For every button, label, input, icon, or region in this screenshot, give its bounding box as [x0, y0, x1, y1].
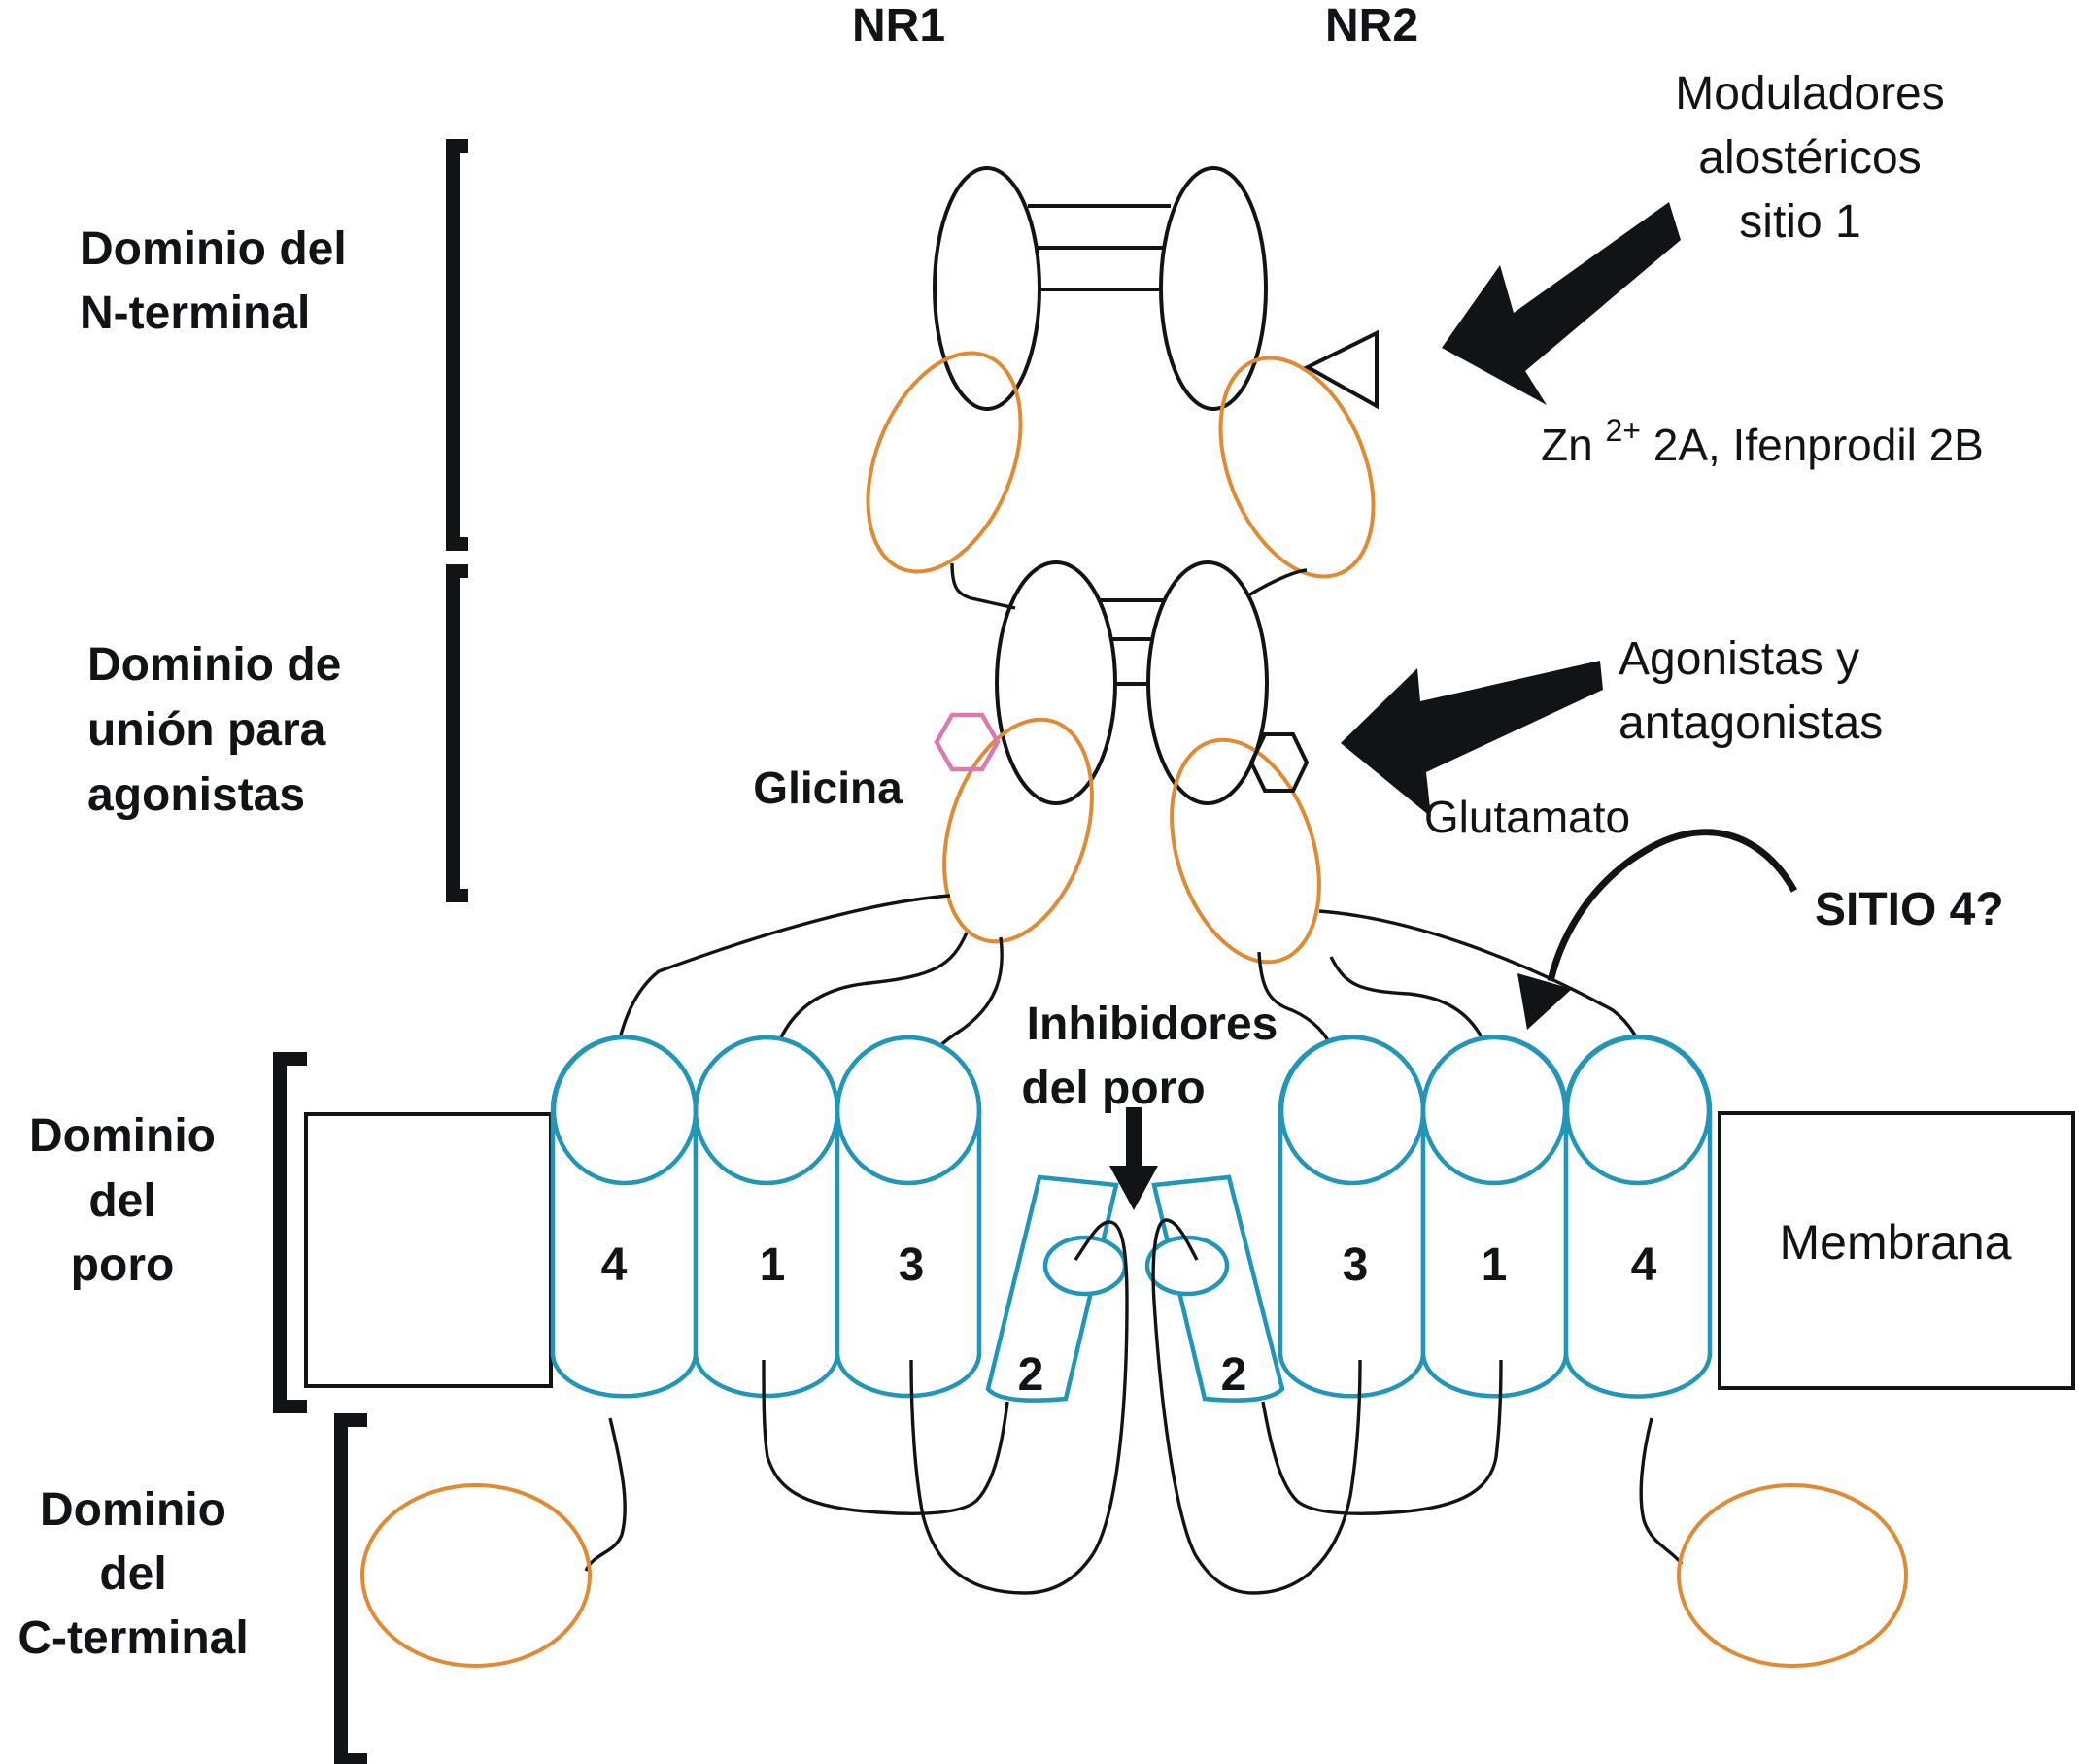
svg-text:poro: poro	[71, 1239, 175, 1291]
nr1-helix-number: 4	[601, 1239, 628, 1291]
label-c-terminal-domain: Dominio del C-terminal	[17, 1484, 248, 1664]
nr2-lbd-lobe-upper	[1146, 560, 1269, 805]
nr2-helix-number: 3	[1343, 1239, 1369, 1291]
svg-text:agonistas: agonistas	[87, 769, 305, 821]
allosteric-modulators-label: Moduladores alostéricos sitio 1	[1675, 68, 1945, 248]
nr1-helix-number: 2	[1018, 1349, 1044, 1401]
agonists-antagonists-label: Agonistas y antagonistas	[1619, 633, 1883, 749]
nr2-c-terminal-domain	[1677, 1483, 1908, 1668]
nr1-c-terminal-domain	[360, 1483, 592, 1668]
n-terminal-domain-shapes	[866, 166, 1379, 579]
nr2-helix-m1	[1420, 1035, 1569, 1399]
nr1-helix-number: 1	[760, 1239, 786, 1291]
nr2-atd-lbd-linker	[1247, 568, 1308, 597]
glutamate-label: Glutamato	[1424, 792, 1630, 842]
svg-text:sitio 1: sitio 1	[1739, 196, 1860, 248]
pore-arrow-shaft	[1126, 1107, 1142, 1168]
nr2-helix-number: 4	[1631, 1239, 1657, 1291]
svg-text:del: del	[88, 1175, 155, 1227]
nr1-lbd-lobe-lower	[942, 717, 1094, 944]
svg-text:Dominio del: Dominio del	[80, 223, 347, 275]
label-pore-domain: Dominio del poro	[29, 1110, 216, 1291]
nr2-atd-lobe-upper	[1159, 166, 1268, 411]
site4-curved-arrow	[1547, 829, 1798, 982]
subunit-label-nr1: NR1	[852, 0, 945, 51]
nr1-atd-lbd-linker	[950, 562, 1016, 610]
pore-inhibitors-label: Inhibidores del poro	[1021, 999, 1278, 1114]
svg-text:Moduladores: Moduladores	[1675, 68, 1945, 119]
site4-arrowhead-icon	[1517, 973, 1572, 1030]
nr2-atd-lobe-lower	[1218, 356, 1376, 579]
subunit-label-nr2: NR2	[1325, 0, 1418, 51]
nr2-helix-m4	[1563, 1034, 1713, 1399]
membrane-box-right	[1718, 1111, 2075, 1390]
pore-loop-lines	[762, 1218, 1503, 1595]
membrane-box-left	[304, 1112, 553, 1388]
nr2-c-terminal-linker	[1639, 1417, 1684, 1566]
zinc-ifenprodil-label: Zn 2+ 2A, Ifenprodil 2B	[1541, 413, 1984, 470]
svg-text:alostéricos: alostéricos	[1698, 132, 1921, 184]
bracket-n-terminal	[446, 139, 468, 551]
svg-text:N-terminal: N-terminal	[80, 288, 310, 339]
svg-text:Dominio de: Dominio de	[87, 639, 341, 691]
svg-text:C-terminal: C-terminal	[17, 1612, 248, 1664]
nr1-c-terminal-linker	[584, 1417, 627, 1572]
nr1-helix-m4	[550, 1035, 699, 1399]
svg-text:Dominio: Dominio	[29, 1110, 216, 1162]
bracket-c-terminal	[334, 1413, 367, 1764]
svg-text:Inhibidores: Inhibidores	[1027, 999, 1278, 1050]
membrane-label: Membrana	[1780, 1215, 2012, 1270]
nr2-helix-m3	[1278, 1035, 1426, 1399]
svg-text:antagonistas: antagonistas	[1619, 697, 1883, 749]
nr1-helix-number: 3	[899, 1239, 925, 1291]
nr2-lbd-lobe-lower	[1170, 737, 1321, 965]
svg-text:Agonistas y: Agonistas y	[1619, 633, 1859, 685]
glycine-hexagon-icon	[934, 712, 1001, 772]
nr1-helix-m1	[693, 1035, 840, 1399]
label-n-terminal-domain: Dominio del N-terminal	[80, 223, 347, 339]
allosteric-site-triangle-icon	[1303, 329, 1379, 410]
nr2-helix-number: 1	[1482, 1239, 1508, 1291]
glutamate-hexagon-icon	[1248, 732, 1310, 793]
agonist-arrow-icon	[1341, 661, 1603, 817]
nr1-lbd-lobe-upper	[995, 560, 1117, 805]
bracket-pore	[273, 1052, 307, 1413]
nr1-helix-m3	[835, 1035, 982, 1399]
allosteric-arrow-icon	[1442, 202, 1681, 405]
nr1-atd-lobe-upper	[933, 166, 1041, 411]
svg-text:del poro: del poro	[1021, 1063, 1205, 1114]
glycine-label: Glicina	[753, 763, 903, 813]
bracket-agonist-binding	[446, 564, 468, 902]
nr1-atd-lobe-lower	[866, 351, 1023, 574]
agonist-binding-domain-shapes	[934, 560, 1321, 965]
nr1-transmembrane-helices	[550, 1035, 1128, 1403]
nr1-pore-loop-p2	[985, 1174, 1119, 1403]
nr2-pore-loop-top	[1144, 1235, 1230, 1297]
svg-text:Dominio: Dominio	[40, 1484, 226, 1536]
pore-arrow-head-icon	[1109, 1166, 1158, 1210]
svg-text:unión para: unión para	[87, 704, 326, 756]
helix-number-labels: 4 1 3 2 3 1 4 2	[601, 1239, 1657, 1401]
nr2-helix-number: 2	[1221, 1349, 1247, 1401]
svg-text:del: del	[99, 1548, 166, 1600]
nr2-pore-loop-p2	[1151, 1174, 1285, 1403]
nr2-transmembrane-helices	[1144, 1034, 1713, 1403]
label-agonist-binding-domain: Dominio de unión para agonistas	[87, 639, 341, 821]
site4-label: SITIO 4?	[1815, 884, 2004, 935]
